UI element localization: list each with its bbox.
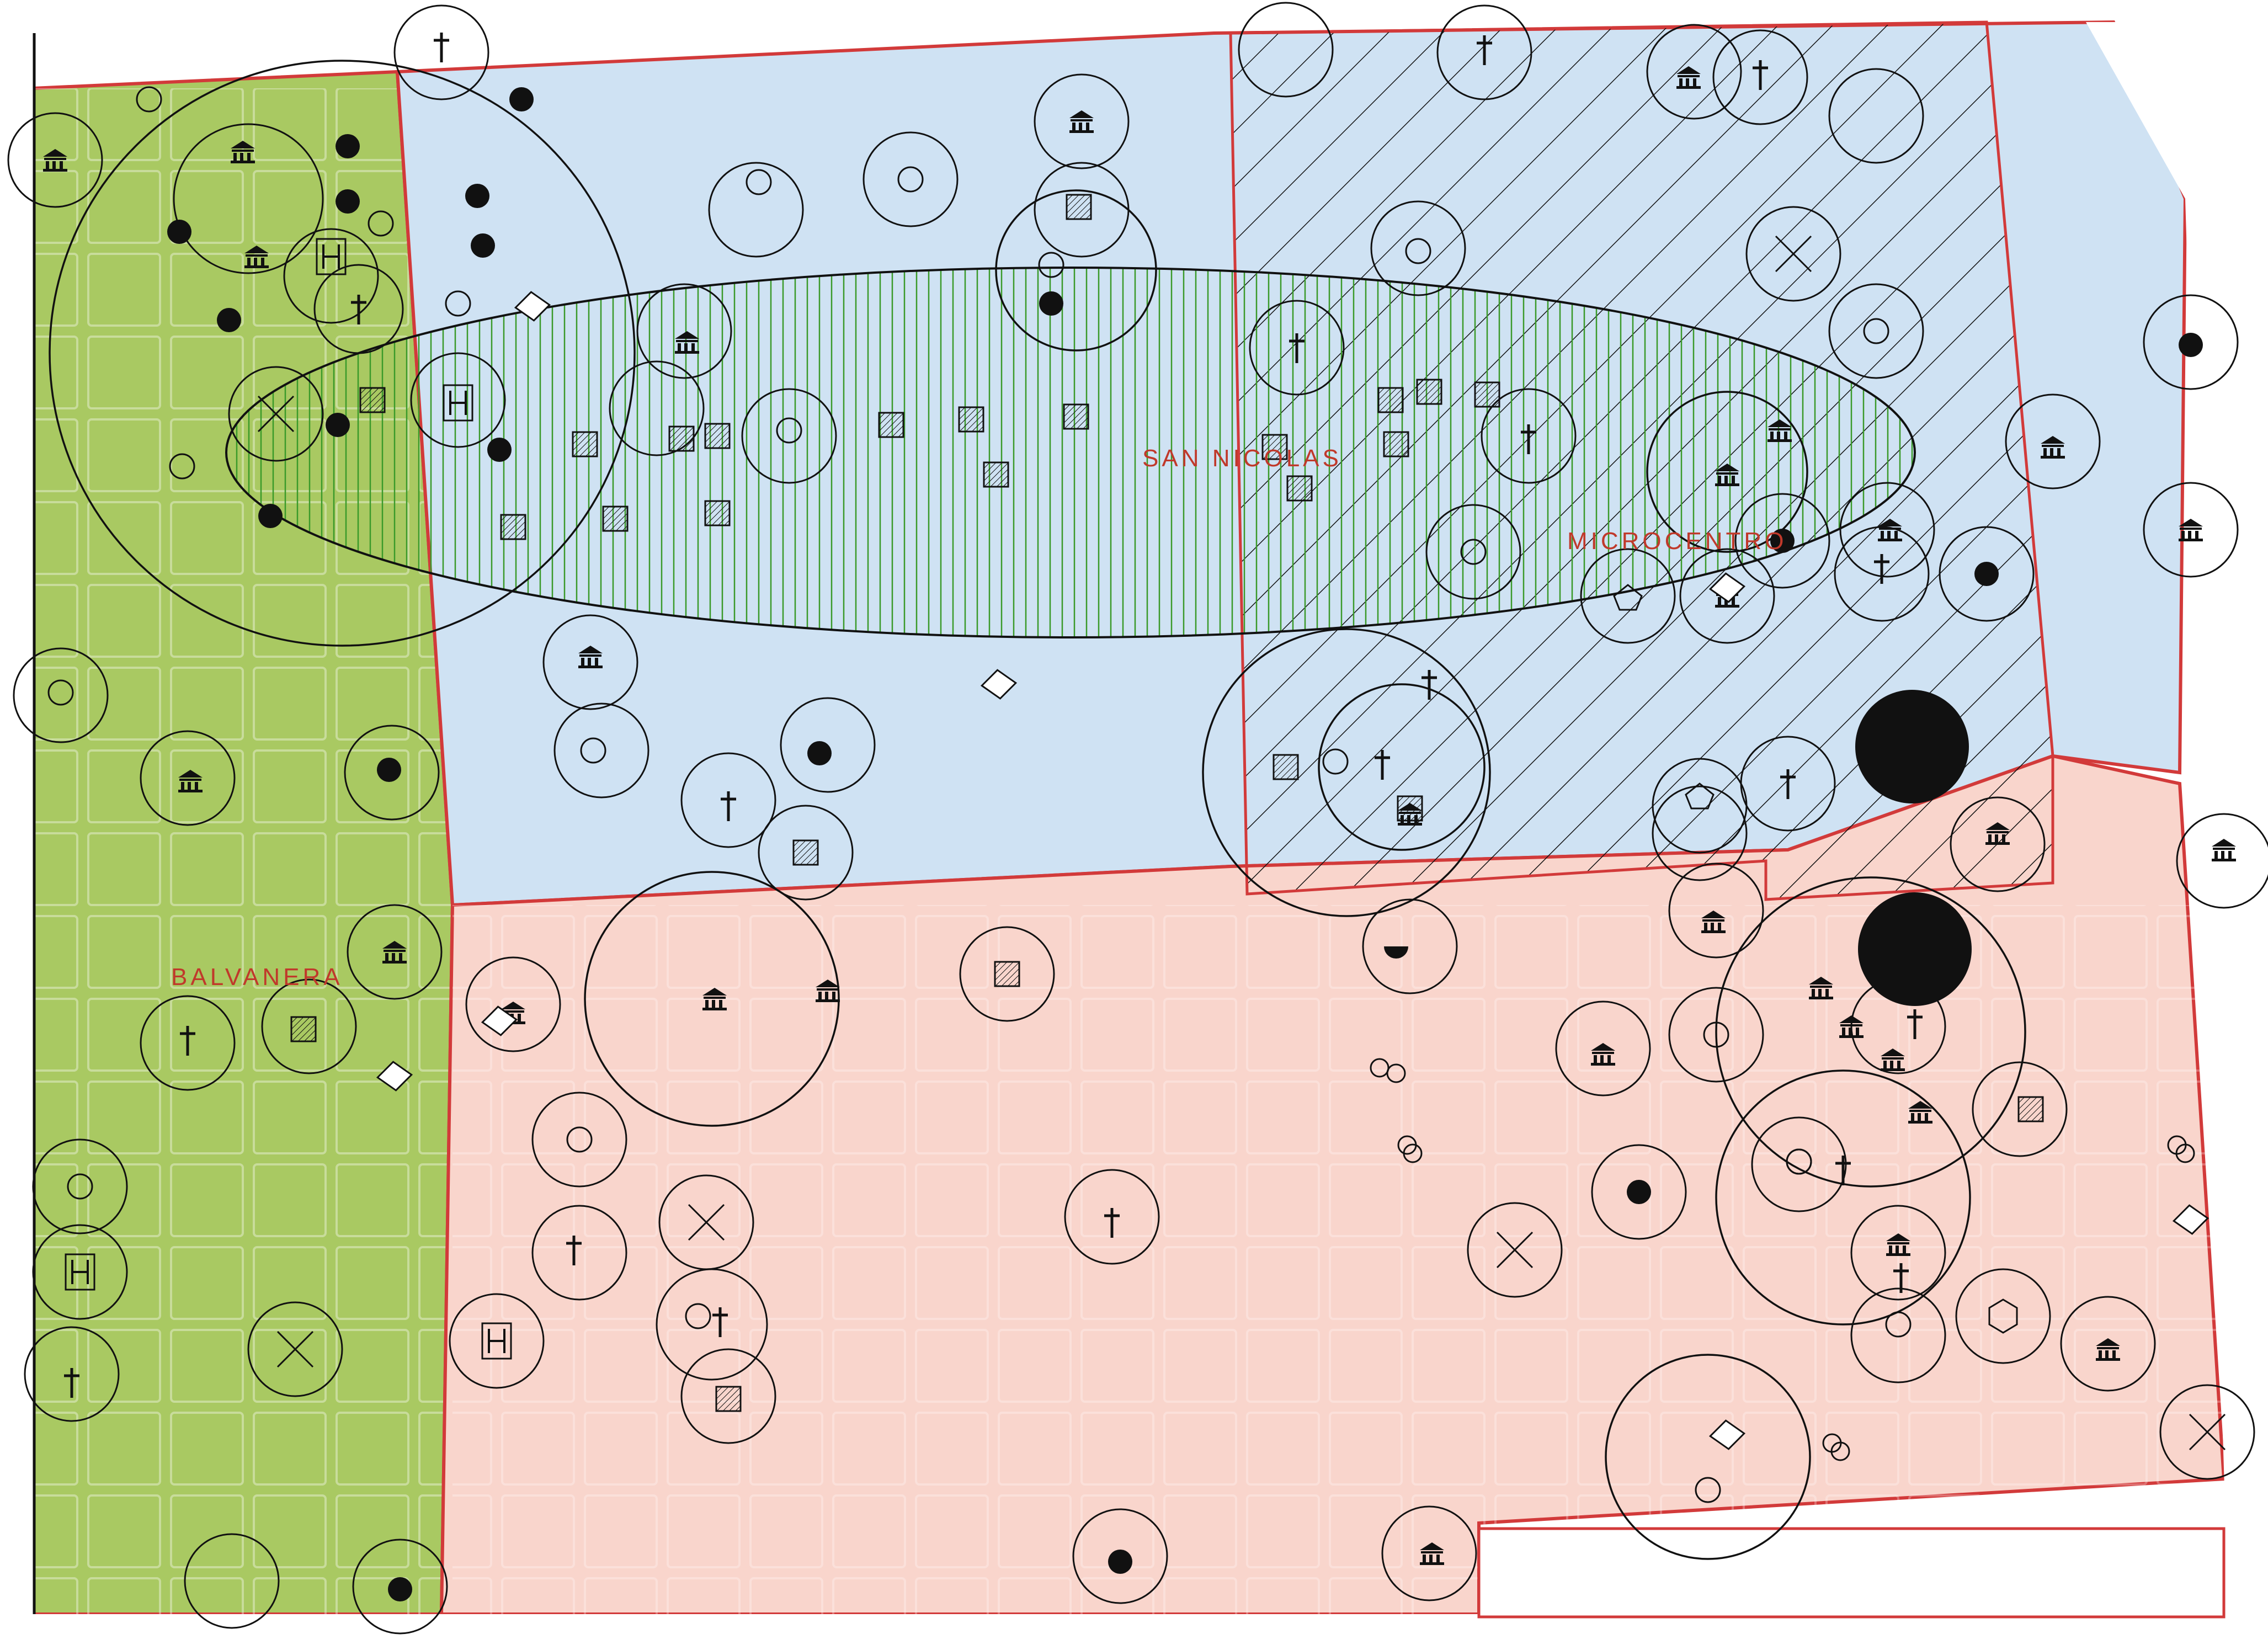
coverage-circle xyxy=(1202,628,1491,917)
zone-balvanera xyxy=(31,70,455,1616)
zone-label-microcentro: MICROCENTRO xyxy=(1567,528,1787,555)
pentagon-icon xyxy=(1685,783,1715,810)
zone-label-san-nicolas: SAN NICOLAS xyxy=(1142,445,1342,472)
coverage-circle xyxy=(1605,1354,1811,1560)
dot-markers xyxy=(167,87,2203,1601)
coverage-circle xyxy=(1646,391,1808,553)
zone-label-balvanera: BALVANERA xyxy=(171,964,343,991)
ring-markers xyxy=(47,86,2195,1503)
coverage-circle xyxy=(1715,876,2026,1188)
coverage-circle xyxy=(1715,1069,1971,1326)
hexagon-icon xyxy=(1988,1298,2018,1334)
coverage-circle xyxy=(1318,683,1486,851)
pentagon-icon xyxy=(1613,584,1643,611)
coverage-circle xyxy=(995,189,1157,352)
coverage-circle xyxy=(584,871,840,1127)
green-corridor-ellipse xyxy=(225,267,1916,638)
zone-south xyxy=(439,754,2226,1616)
service-circles xyxy=(7,2,2268,1635)
coverage-circle xyxy=(49,60,636,647)
